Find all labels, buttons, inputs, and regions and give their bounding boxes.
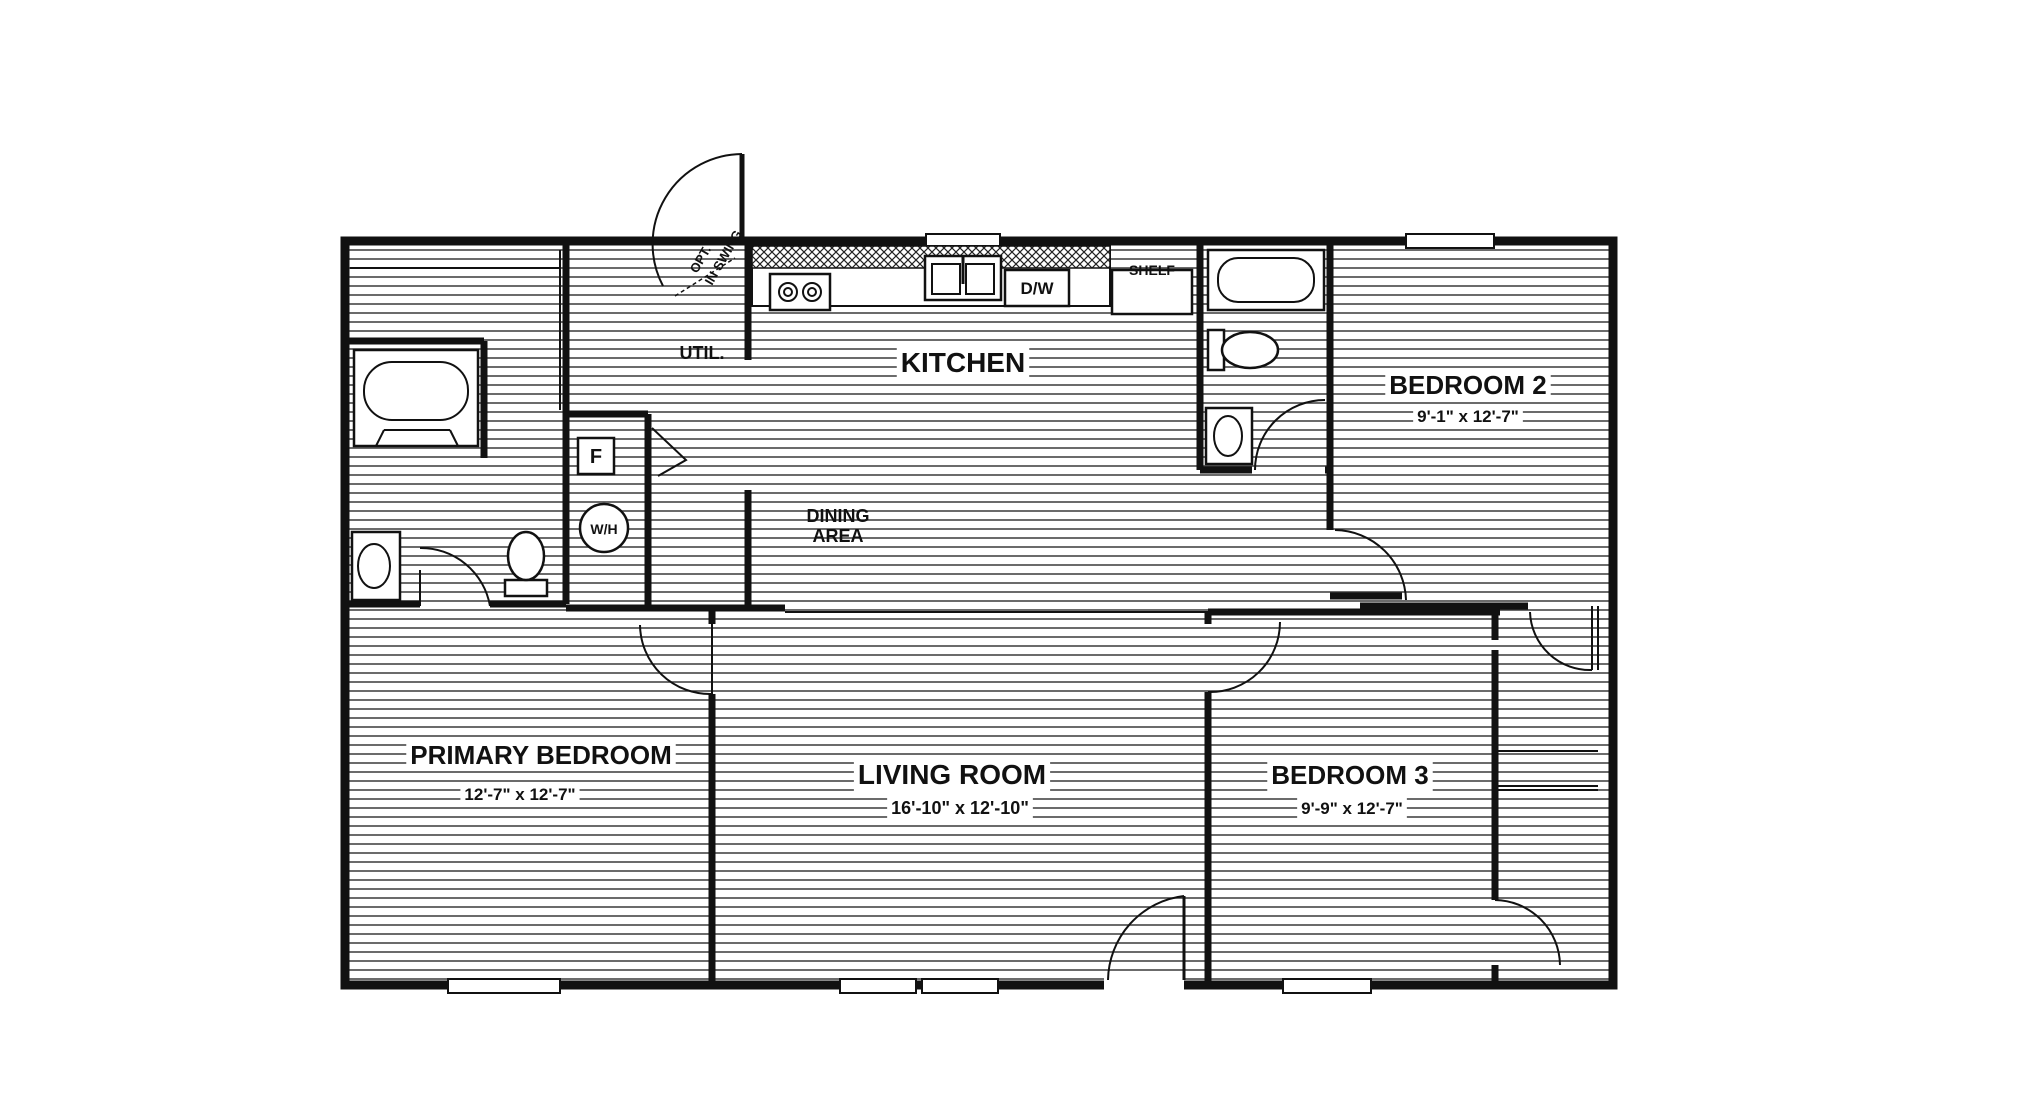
primary-bedroom-label: PRIMARY BEDROOM <box>410 740 671 770</box>
dining-label-line1: DINING <box>807 506 870 526</box>
label-backing <box>1267 759 1433 791</box>
utility-closet: F W/H <box>576 427 688 554</box>
label-backing <box>853 758 1051 791</box>
interior-doors <box>639 529 1593 981</box>
dishwasher-icon <box>1003 268 1071 308</box>
dining-label-line2: AREA <box>812 526 863 546</box>
living-room-label: LIVING ROOM <box>858 759 1046 790</box>
label-backing <box>887 797 1033 819</box>
label-backing <box>406 739 676 771</box>
label-backing <box>1297 798 1407 819</box>
label-backing <box>896 346 1030 379</box>
windows <box>447 233 1495 994</box>
util-label: UTIL. <box>680 343 725 363</box>
label-backing <box>1385 369 1551 401</box>
utility-door <box>651 153 753 287</box>
room-labels: KITCHEN BEDROOM 2 9'-1" x 12'-7" UTIL. D… <box>406 343 1551 819</box>
bedroom2-label: BEDROOM 2 <box>1389 370 1546 400</box>
living-room-dims: 16'-10" x 12'-10" <box>891 798 1029 818</box>
primary-bedroom-dims: 12'-7" x 12'-7" <box>464 785 575 804</box>
interior-walls <box>345 244 1528 985</box>
hall-toilet-icon <box>1220 330 1280 370</box>
water-heater-icon <box>578 502 630 554</box>
furnace-label: F <box>590 446 602 468</box>
shelf-label: SHELF <box>1129 262 1175 278</box>
kitchen-counter: D/W SHELF <box>751 245 1194 316</box>
kitchen-label: KITCHEN <box>901 347 1025 378</box>
dishwasher-label: D/W <box>1020 279 1054 298</box>
bedroom3-dims: 9'-9" x 12'-7" <box>1301 799 1403 818</box>
closet-lines <box>350 244 1599 791</box>
hall-bath-fixtures <box>1204 248 1326 471</box>
toilet-tank <box>503 578 549 598</box>
water-heater-label: W/H <box>590 521 617 537</box>
bedroom3-label: BEDROOM 3 <box>1271 760 1428 790</box>
furnace-icon <box>576 436 616 476</box>
toilet-icon <box>506 530 546 582</box>
label-backing <box>1413 406 1523 427</box>
label-backing <box>460 784 580 805</box>
shelf <box>1110 268 1194 316</box>
bedroom2-dims: 9'-1" x 12'-7" <box>1417 407 1519 426</box>
master-bath-fixtures <box>350 348 549 607</box>
